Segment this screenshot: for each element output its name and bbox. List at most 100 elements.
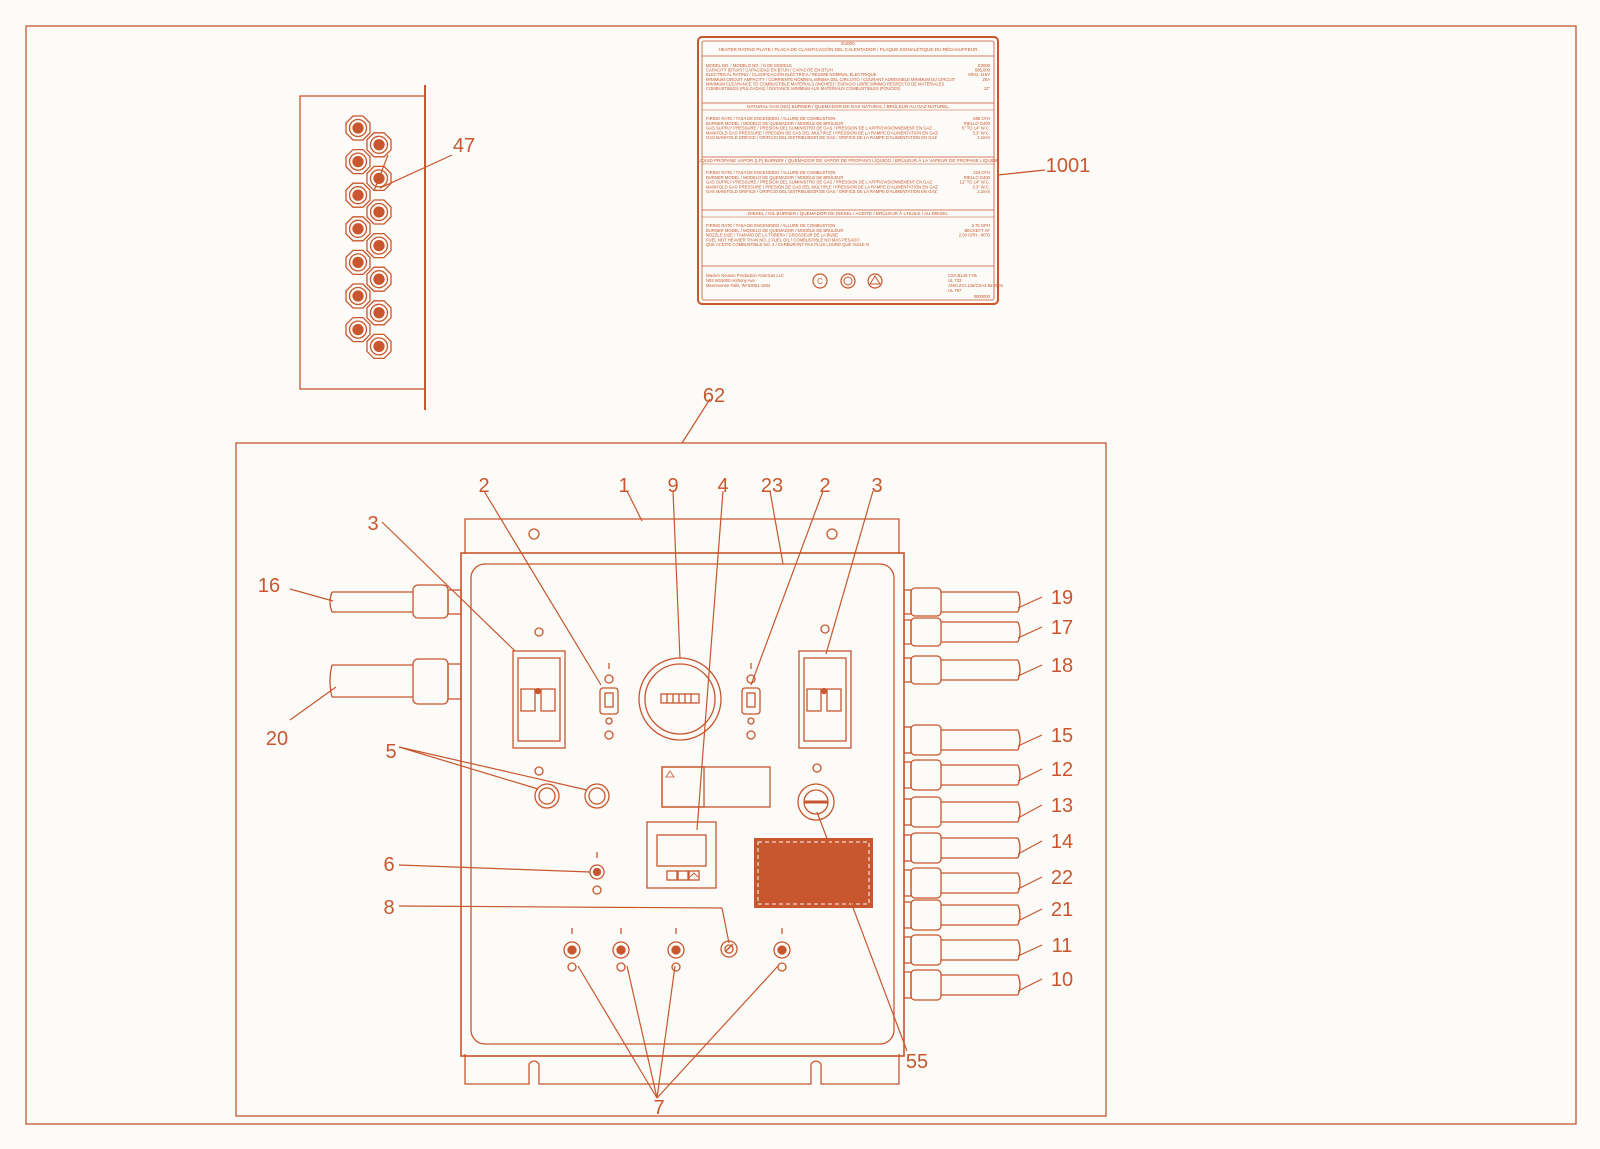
plate-row-value: 585 CFH xyxy=(973,116,990,121)
plate-ng-header: NATURAL GAS (NG) BURNER / QUEMADOR DE GA… xyxy=(747,103,949,109)
callout-1: 1 xyxy=(618,475,629,497)
callout-55: 55 xyxy=(906,1051,928,1073)
plate-row-value: 2.2mm xyxy=(977,135,990,140)
callout-4: 4 xyxy=(717,475,728,497)
plate-row-label: FIRING RATE / TASA DE ENCENDIDO / ALLURE… xyxy=(706,116,835,121)
plate-row-label: CAPACITY (BTUH) / CAPACIDAD EN BTUH / CA… xyxy=(706,68,833,73)
terminal-lug xyxy=(345,283,371,309)
callout-10: 10 xyxy=(1051,969,1073,991)
left-cable-glands xyxy=(329,584,462,705)
selector-knob[interactable] xyxy=(797,783,835,821)
plate-row-value: 12" xyxy=(984,86,991,91)
hour-meter xyxy=(638,657,722,741)
callout-62: 62 xyxy=(703,385,725,407)
callout-22: 22 xyxy=(1051,867,1073,889)
terminal-lug xyxy=(366,333,392,360)
callout-16: 16 xyxy=(258,575,280,597)
plate-row-value: 12" TO 14" W.C. xyxy=(959,180,990,185)
cable-gland xyxy=(903,867,1021,899)
cable-gland xyxy=(903,587,1021,617)
circuit-breaker-left[interactable] xyxy=(512,627,566,776)
svg-text:C: C xyxy=(817,277,823,286)
toggle-switch-row[interactable] xyxy=(563,928,791,972)
toggle-switch[interactable] xyxy=(563,928,581,972)
plate-row-label: FUEL NOT HEAVIER THAN NO. 2 FUEL OIL / C… xyxy=(706,237,860,242)
cable-gland xyxy=(903,724,1021,756)
terminal-lug xyxy=(366,232,392,259)
terminal-lug xyxy=(345,249,371,276)
control-box-body xyxy=(460,552,905,1057)
plate-row-value: 3.3" W.C. xyxy=(972,130,990,135)
cable-gland xyxy=(903,969,1021,1001)
plate-footer-code: 0000000 xyxy=(974,294,991,299)
plate-row-label: MODEL NO. / MODELO NO. / N DE MODELE xyxy=(706,63,792,68)
plate-footer-line: ANSI Z21.13a/CSA4.9a-2004 xyxy=(948,283,1004,288)
right-leaders xyxy=(1017,596,1043,992)
plate-row-label: BURNER MODEL / MODELO DE QUEMADOR / MODÈ… xyxy=(706,121,843,126)
callout-18: 18 xyxy=(1051,655,1073,677)
terminal-strip xyxy=(299,85,426,410)
terminal-lug xyxy=(366,199,392,225)
toggle-switch[interactable] xyxy=(773,928,791,972)
cable-gland xyxy=(903,655,1021,685)
plate-row-label: FIRING RATE / TASA DE ENCENDIDO / ALLURE… xyxy=(706,223,835,228)
terminal-lug xyxy=(345,148,371,175)
certification-marks: C xyxy=(812,273,883,289)
plate-row-label: QUE ACEITE COMBUSTIBLE NO. 2 / CARBURANT… xyxy=(706,242,869,247)
plate-row-label: GAS MANIFOLD ORIFICE / ORIFICIO DEL DIST… xyxy=(706,189,937,194)
terminal-lug xyxy=(345,182,371,208)
callout-3-left: 3 xyxy=(367,513,378,535)
plate-row-value: E3000 xyxy=(978,63,991,68)
plate-footer-line: CSA B140.7-05 xyxy=(948,273,978,278)
terminal-lug xyxy=(345,115,371,141)
callout-11: 11 xyxy=(1052,935,1073,957)
rocker-switch-right[interactable] xyxy=(741,663,761,740)
callout-23: 23 xyxy=(761,475,783,497)
callout-47: 47 xyxy=(453,135,475,157)
plate-row-value: 60Hz, 115V xyxy=(968,72,990,77)
toggle-switch[interactable] xyxy=(667,928,685,972)
callout-labels: 47 1001 62 2 1 9 4 23 2 3 3 16 20 5 6 8 … xyxy=(258,135,1090,1119)
circuit-breaker-right[interactable] xyxy=(798,624,852,773)
plate-row-value: RIELLO G400 xyxy=(964,121,991,126)
callout-5: 5 xyxy=(385,741,396,763)
plate-row-label: MINIMUM CIRCUIT AMPACITY / CORRIENTE NOM… xyxy=(706,77,956,82)
leader-lines xyxy=(289,154,908,1099)
plate-row-label: ELECTRICAL RATING / CLASIFICACIÓN ELÉCTR… xyxy=(706,72,877,77)
callout-20: 20 xyxy=(266,728,288,750)
cable-gland xyxy=(903,759,1021,791)
callout-21: 21 xyxy=(1051,899,1073,921)
callout-2-left: 2 xyxy=(478,475,489,497)
plate-row-value: 2.50 GPH - 80°B xyxy=(959,233,990,238)
temperature-controller[interactable] xyxy=(646,821,717,889)
rocker-switch-left[interactable] xyxy=(599,663,619,740)
mounting-flanges xyxy=(464,518,900,1085)
plate-lp-header: LIQUID PROPANE VAPOR (LP) BURNER / QUEMA… xyxy=(698,157,999,163)
plate-row-label: NOZZLE SIZE / TAMAÑO DE LA TOBERA / GROS… xyxy=(706,233,838,238)
toggle-switch[interactable] xyxy=(612,928,630,972)
plate-row-value: RIELLO G400 xyxy=(964,175,991,180)
control-box-door xyxy=(470,563,895,1045)
cable-gland xyxy=(903,899,1021,931)
push-button-8[interactable] xyxy=(720,940,738,958)
toggle-switch-6[interactable] xyxy=(589,852,605,895)
plate-row-value: BECKETT AF xyxy=(964,228,990,233)
terminal-lug xyxy=(366,132,392,158)
plate-row-label: MANIFOLD GAS PRESSURE / PRESIÓN DE GAS D… xyxy=(706,130,938,135)
callout-17: 17 xyxy=(1051,617,1073,639)
callout-14: 14 xyxy=(1051,831,1073,853)
pilot-lights xyxy=(534,783,610,809)
plate-row-value: 3.3" W.C. xyxy=(972,184,990,189)
outer-frame xyxy=(25,25,1577,1125)
plate-row-value: 20A xyxy=(983,77,991,82)
plate-row-label: GAS SUPPLY PRESSURE / PRESIÓN DEL SUMINI… xyxy=(706,180,932,185)
callout-13: 13 xyxy=(1051,795,1073,817)
plate-diesel-header: DIESEL / OIL BURNER / QUEMADOR DE DIESEL… xyxy=(748,210,948,216)
callout-9: 9 xyxy=(667,475,678,497)
callout-15: 15 xyxy=(1051,725,1073,747)
plate-row-value: 585,000 xyxy=(975,68,991,73)
callout-7: 7 xyxy=(653,1097,664,1119)
heater-rating-plate: E3000 HEATER RATING PLATE / PLACA DE CLA… xyxy=(697,36,1004,305)
plate-row-value: 5" TO 14" W.C. xyxy=(962,126,990,131)
plate-row-value: 234 CFH xyxy=(973,170,990,175)
